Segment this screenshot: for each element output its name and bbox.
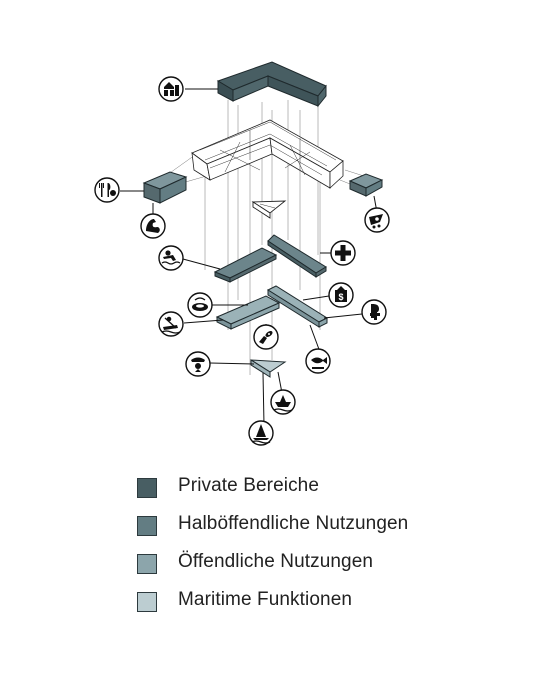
fitness-icon bbox=[140, 213, 166, 239]
legend-item-private: Private Bereiche bbox=[137, 475, 467, 516]
legend-item-public: Öffendliche Nutzungen bbox=[137, 551, 467, 592]
legend-label: Halböffendliche Nutzungen bbox=[178, 513, 409, 534]
legend-label: Maritime Funktionen bbox=[178, 589, 353, 610]
legend-swatch-public bbox=[137, 554, 157, 574]
restaurant-icon bbox=[94, 177, 120, 203]
public-slab-left bbox=[215, 295, 281, 330]
sailor-icon bbox=[185, 351, 211, 377]
public-slab-right bbox=[266, 285, 329, 328]
pharmacy-icon bbox=[361, 299, 387, 325]
legend: Private Bereiche Halböffendliche Nutzung… bbox=[137, 475, 467, 630]
medical-cross-icon bbox=[330, 240, 356, 266]
semi-public-slab-left bbox=[213, 247, 278, 283]
rowing-icon bbox=[158, 311, 184, 337]
small-wire-triangle bbox=[251, 200, 287, 219]
windsurf-icon bbox=[248, 420, 274, 446]
paper-boat-icon bbox=[270, 389, 296, 415]
semi-public-block-left bbox=[142, 171, 188, 204]
bank-icon: $ bbox=[328, 282, 354, 308]
shop-icon bbox=[364, 207, 390, 233]
fish-icon bbox=[305, 348, 331, 374]
legend-swatch-semi-public bbox=[137, 516, 157, 536]
swimming-icon bbox=[158, 245, 184, 271]
exploded-axonometric-diagram: $ bbox=[94, 61, 390, 446]
legend-swatch-maritime bbox=[137, 592, 157, 612]
private-roof-block bbox=[216, 61, 327, 108]
maritime-triangle-slab bbox=[250, 359, 287, 378]
legend-label: Öffendliche Nutzungen bbox=[178, 551, 374, 572]
semi-public-block-right bbox=[348, 173, 384, 197]
legend-item-maritime: Maritime Funktionen bbox=[137, 589, 467, 630]
food-bowl-icon bbox=[187, 292, 213, 318]
legend-item-semi-public: Halböffendliche Nutzungen bbox=[137, 513, 467, 554]
legend-swatch-private bbox=[137, 478, 157, 498]
leader-lines bbox=[120, 88, 379, 426]
svg-text:$: $ bbox=[338, 292, 343, 302]
semi-public-slab-right bbox=[267, 234, 327, 278]
diving-icon bbox=[253, 324, 279, 350]
legend-label: Private Bereiche bbox=[178, 475, 320, 496]
wireframe-building bbox=[191, 119, 344, 189]
housing-icon bbox=[158, 76, 184, 102]
